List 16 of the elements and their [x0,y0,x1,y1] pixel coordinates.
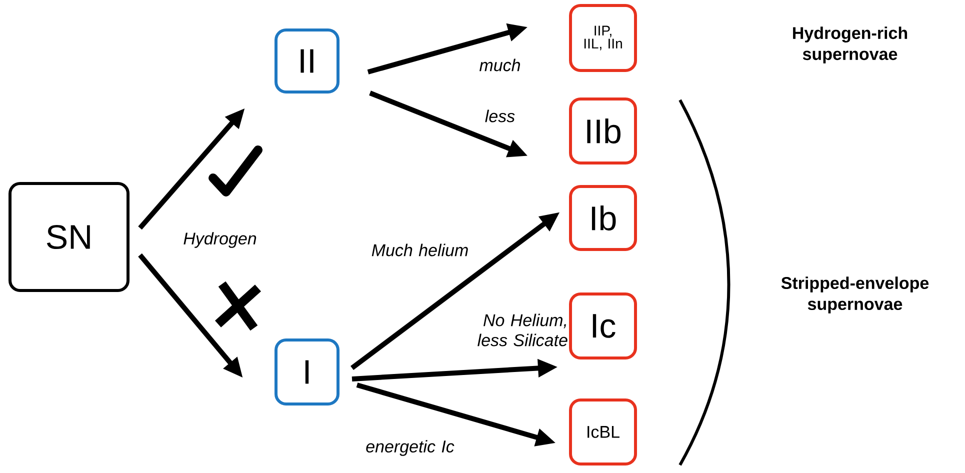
edge-label: much [480,58,520,72]
class-box: I [274,338,340,406]
edge-label: energetic Ic [366,440,454,456]
edge-label: Much helium [372,244,468,256]
group-label: Stripped-envelope supernovae [781,276,929,314]
class-box: II [274,28,340,94]
group-label: Hydrogen-rich supernovae [793,26,908,64]
type-box: IIb [569,98,637,164]
type-box: IcBL [569,398,637,466]
type-box: Ic [569,292,637,360]
branch-label: Hydrogen [184,232,256,248]
type-box: IIP, IIL, IIn [569,4,637,72]
edge-label: No Helium, less Silicate [478,314,568,346]
type-box: Ib [569,185,637,251]
root-box: SN [8,182,130,292]
edge-label: less [485,110,515,122]
